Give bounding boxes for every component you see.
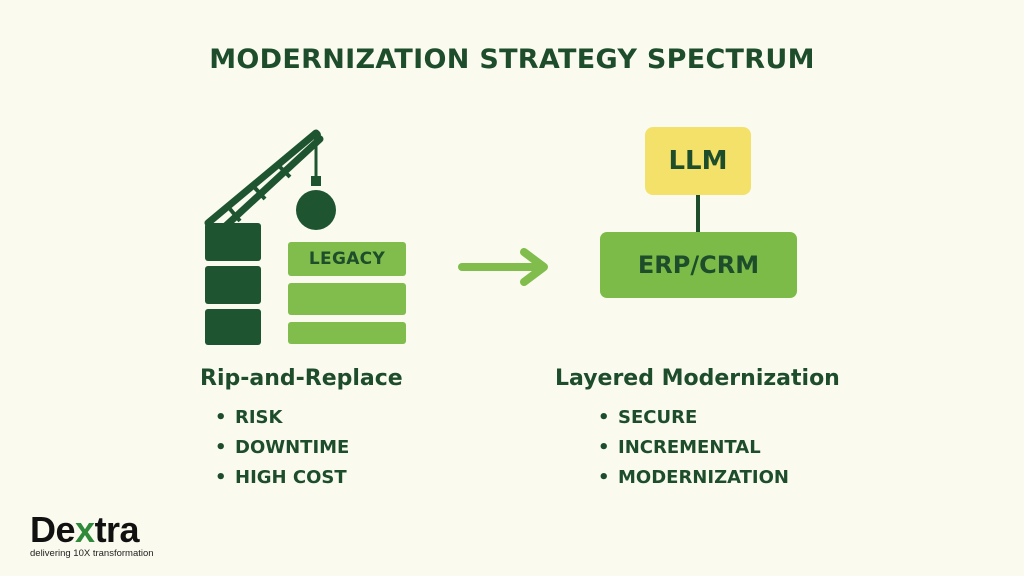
llm-box: LLM (645, 127, 751, 195)
layered-modernization-heading: Layered Modernization (555, 366, 840, 391)
crane-icon (204, 129, 324, 237)
rip-and-replace-heading: Rip-and-Replace (200, 366, 403, 391)
page-title: MODERNIZATION STRATEGY SPECTRUM (209, 44, 815, 75)
right-bullet-list: •SECURE •INCREMENTAL •MODERNIZATION (598, 403, 789, 493)
wrecking-ball-icon (296, 176, 336, 230)
legacy-label: LEGACY (308, 249, 386, 269)
crane-block-top (205, 223, 261, 261)
crane-block-middle (205, 266, 261, 304)
crane-block-bottom (205, 309, 261, 345)
connector-line (696, 195, 700, 233)
dextra-logo: Dextra delivering 10X transformation (30, 509, 154, 560)
logo-tagline: delivering 10X transformation (30, 548, 154, 559)
legacy-stack-layer (288, 322, 406, 344)
list-item: •INCREMENTAL (598, 437, 761, 458)
erp-crm-box: ERP/CRM (600, 232, 797, 298)
left-bullet-list: •RISK •DOWNTIME •HIGH COST (215, 403, 349, 493)
list-item: •DOWNTIME (215, 437, 350, 458)
logo-wordmark: Dextra (30, 509, 140, 550)
arrow-right-icon (458, 248, 548, 286)
list-item: •SECURE (598, 407, 698, 428)
legacy-box (288, 242, 406, 276)
list-item: •MODERNIZATION (598, 467, 789, 488)
list-item: •RISK (215, 407, 283, 428)
legacy-stack-layer (288, 283, 406, 315)
list-item: •HIGH COST (215, 467, 347, 488)
